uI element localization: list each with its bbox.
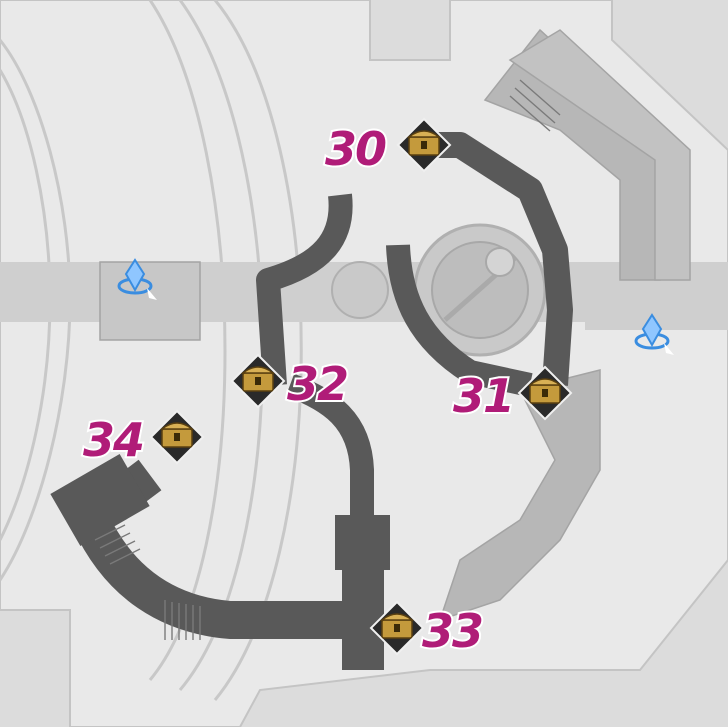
marker-label-31: 31 (453, 369, 513, 423)
marker-label-34: 34 (83, 413, 143, 467)
waypoint-layer (117, 258, 674, 355)
stairs (94, 79, 561, 640)
building-blocks (99, 28, 691, 622)
space-anchor-icon[interactable] (634, 313, 674, 355)
treasure-chest-icon[interactable] (517, 365, 573, 421)
treasure-chest-icon[interactable] (396, 117, 452, 173)
walkway-network (50, 132, 573, 670)
marker-layer: 30 31 32 33 34 (81, 117, 573, 660)
treasure-chest-icon[interactable] (369, 600, 425, 656)
marker-label-33: 33 (422, 604, 482, 658)
treasure-chest-icon[interactable] (149, 409, 205, 465)
marker-label-32: 32 (287, 357, 347, 411)
round-plaza (331, 223, 547, 357)
marker-label-30: 30 (325, 122, 386, 176)
space-anchor-icon[interactable] (117, 258, 157, 300)
treasure-chest-icon[interactable] (230, 353, 286, 409)
